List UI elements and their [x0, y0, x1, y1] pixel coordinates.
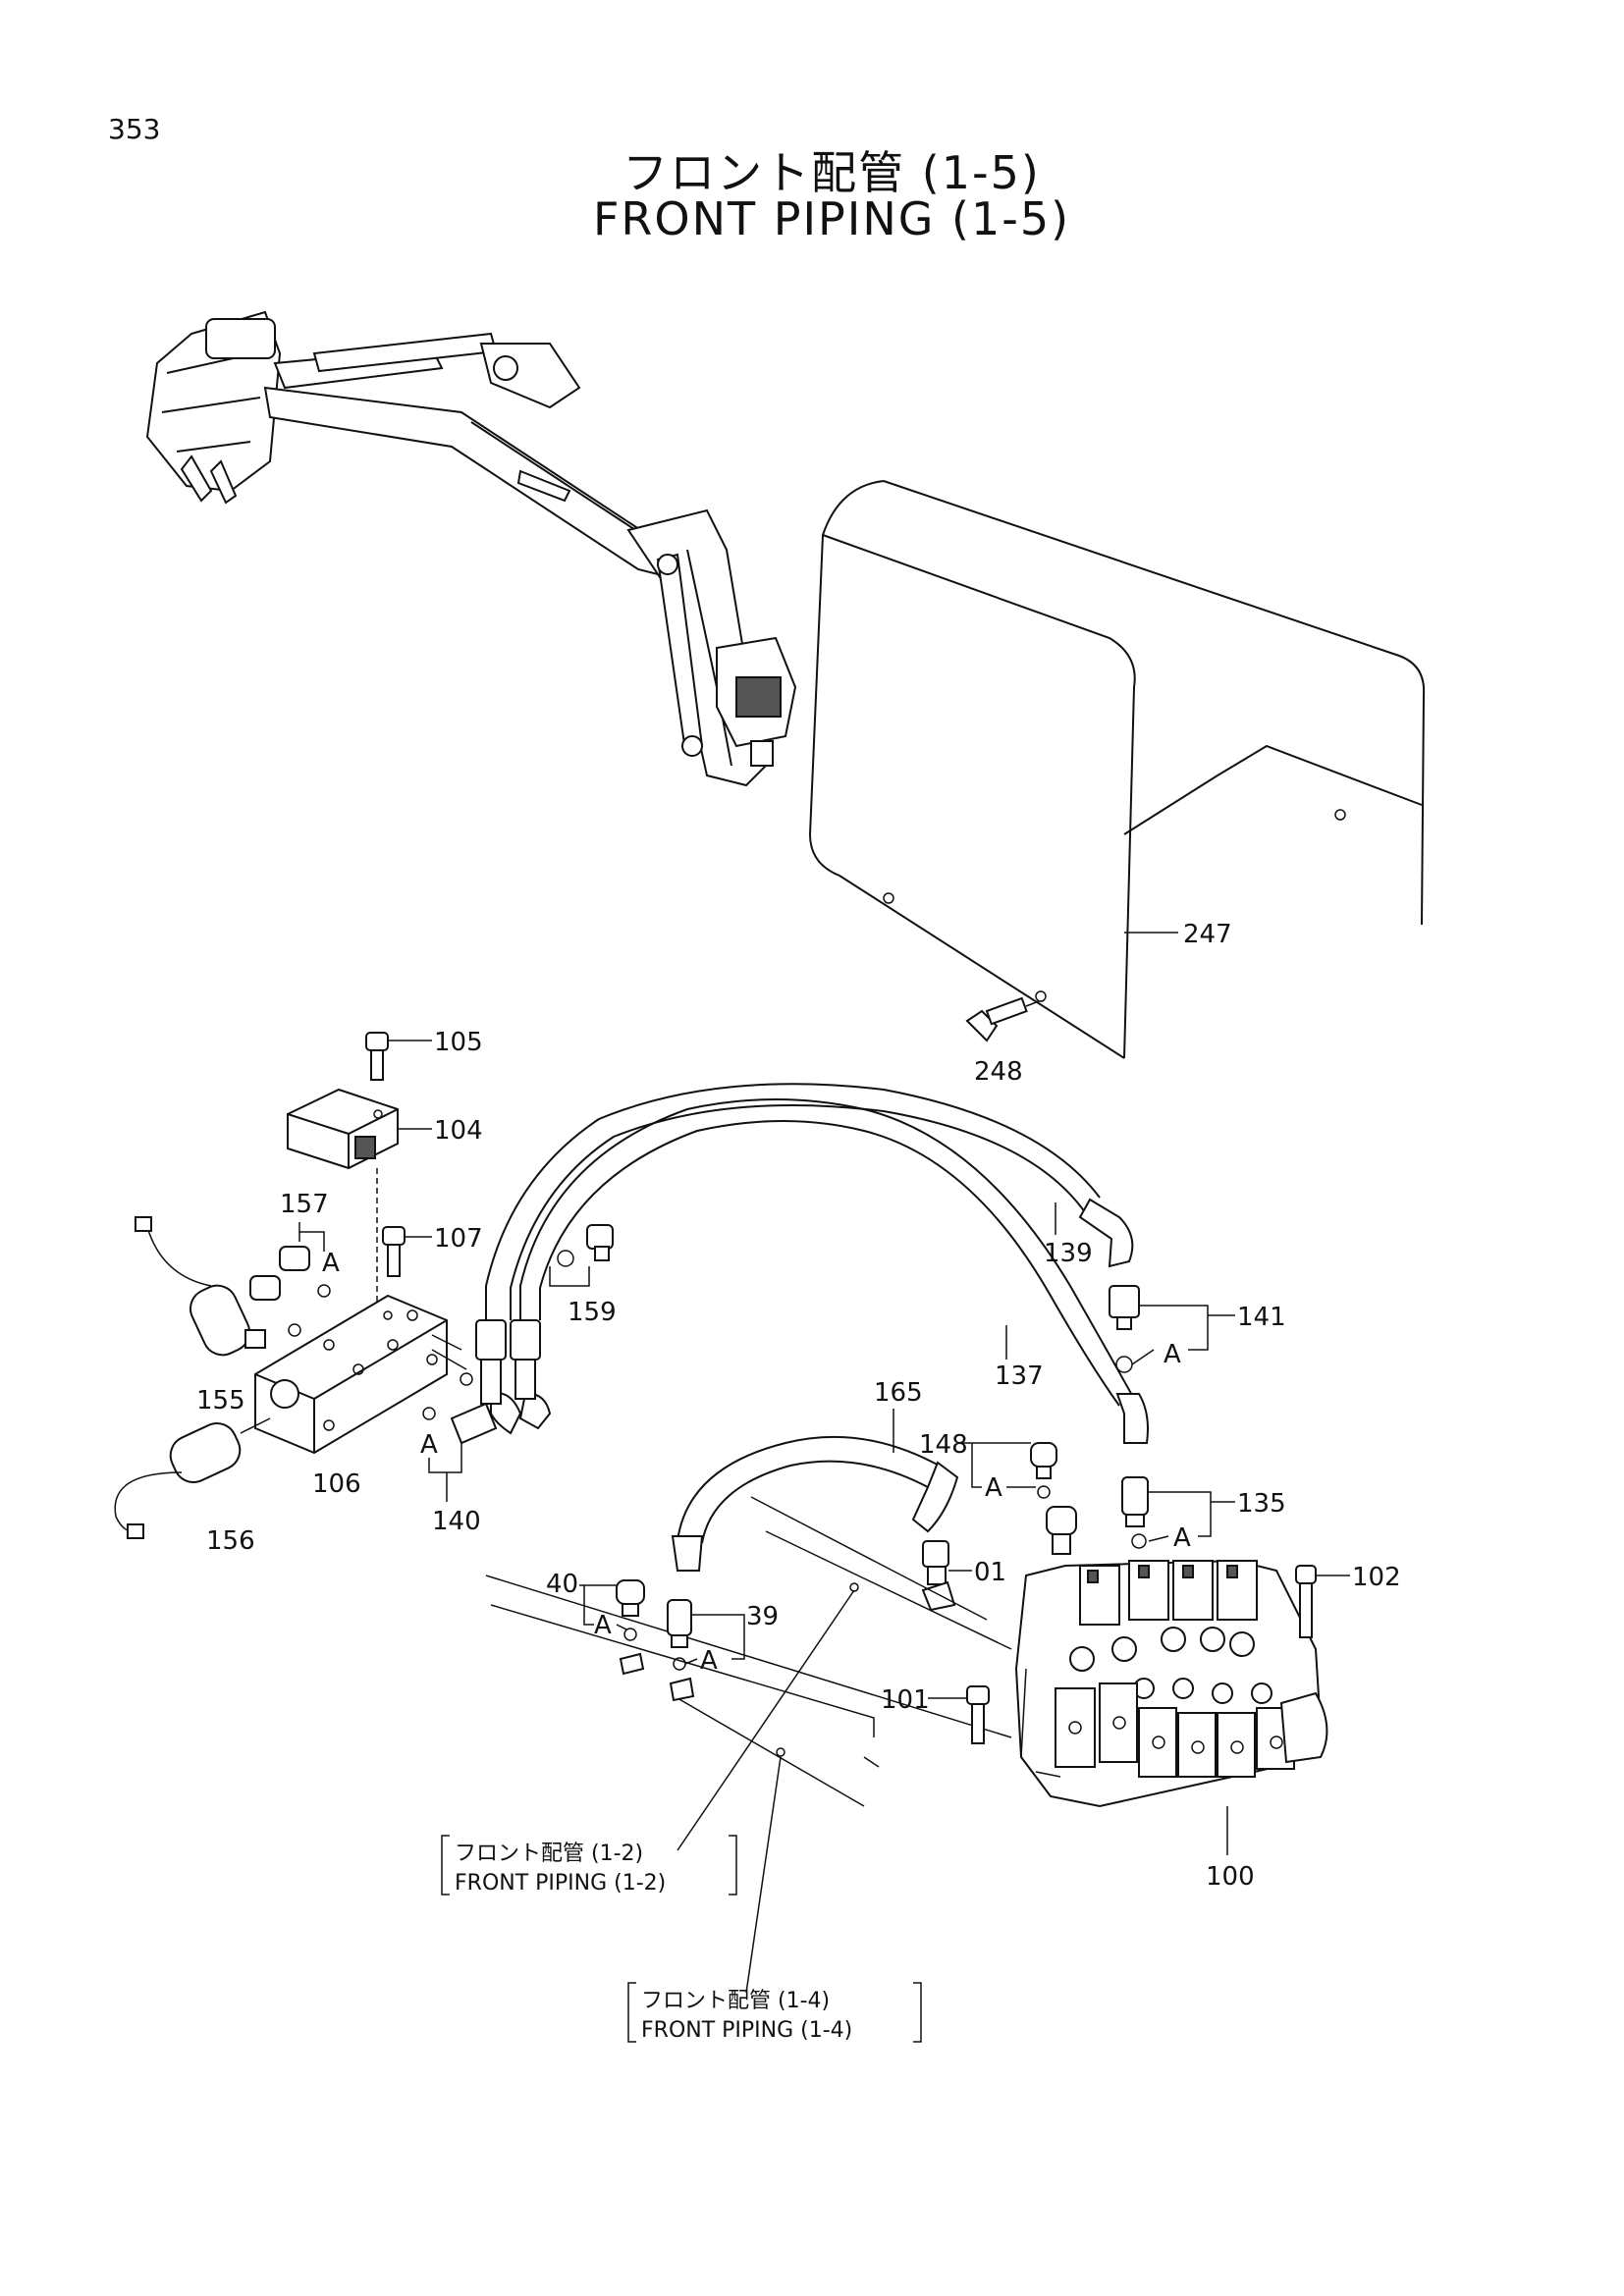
label-39: 39	[746, 1602, 779, 1631]
bolt-107	[382, 1226, 406, 1277]
bolt-248	[965, 996, 1040, 1042]
hose-137	[519, 1098, 1149, 1444]
reference-front-piping-1-4: フロント配管 (1-4) FRONT PIPING (1-4)	[627, 1982, 922, 2043]
label-107: 107	[434, 1224, 483, 1254]
label-101: 101	[881, 1685, 930, 1715]
plug-148	[1030, 1442, 1077, 1582]
callout-a-148: A	[985, 1473, 1002, 1503]
valve-block-106	[254, 1294, 473, 1455]
adapter-141	[1109, 1285, 1140, 1373]
hose-end-fittings	[475, 1319, 541, 1405]
ref-1-4-en: FRONT PIPING (1-4)	[641, 2018, 852, 2043]
label-40: 40	[546, 1570, 578, 1599]
solenoid-156	[114, 1417, 271, 1539]
callout-a-157: A	[322, 1249, 340, 1278]
callout-a-39: A	[700, 1646, 718, 1676]
frame-rails	[485, 1496, 1012, 1807]
ref-1-2-en: FRONT PIPING (1-2)	[455, 1871, 666, 1896]
adapter-39	[667, 1599, 695, 1702]
label-139: 139	[1044, 1239, 1093, 1268]
page-number: 353	[108, 113, 161, 145]
excavator-front-attachment	[145, 310, 797, 787]
solenoid-155	[135, 1216, 266, 1357]
label-105: 105	[434, 1028, 483, 1057]
label-104: 104	[434, 1116, 483, 1146]
bolt-105	[365, 1032, 389, 1081]
callout-a-141: A	[1164, 1340, 1181, 1369]
label-247: 247	[1183, 920, 1232, 949]
ref-1-4-jp: フロント配管 (1-4)	[641, 1989, 830, 2013]
callout-a-40: A	[594, 1611, 612, 1640]
page-title-japanese: フロント配管 (1-5)	[623, 146, 1041, 199]
label-157: 157	[280, 1190, 329, 1219]
elbow-fittings-140	[450, 1392, 552, 1445]
label-155: 155	[196, 1386, 245, 1415]
label-156: 156	[206, 1526, 255, 1556]
callout-a-135: A	[1173, 1523, 1191, 1553]
label-148: 148	[919, 1430, 968, 1460]
cover-247	[808, 480, 1426, 1059]
hose-165	[671, 1435, 959, 1572]
ref-1-2-jp: フロント配管 (1-2)	[455, 1842, 643, 1866]
control-valve-100	[1014, 1559, 1328, 1808]
label-135: 135	[1237, 1489, 1286, 1519]
label-102: 102	[1352, 1563, 1401, 1592]
bolt-102	[1295, 1565, 1317, 1638]
page-title-english: FRONT PIPING (1-5)	[592, 192, 1071, 245]
adapter-135	[1121, 1476, 1149, 1549]
fitting-157	[249, 1246, 331, 1337]
label-106: 106	[312, 1469, 361, 1499]
label-137: 137	[995, 1362, 1044, 1391]
label-248: 248	[974, 1057, 1023, 1087]
label-100: 100	[1206, 1862, 1255, 1892]
label-141: 141	[1237, 1303, 1286, 1332]
label-140: 140	[432, 1507, 481, 1536]
bolt-101	[966, 1685, 990, 1744]
block-104	[287, 1088, 399, 1170]
plug-159	[557, 1224, 614, 1267]
label-159: 159	[568, 1298, 617, 1327]
label-01: 01	[974, 1558, 1006, 1587]
plug-40	[616, 1579, 645, 1676]
label-165: 165	[874, 1378, 923, 1408]
adapter-01	[921, 1540, 956, 1612]
callout-a-140: A	[420, 1430, 438, 1460]
hose-139	[485, 1083, 1134, 1320]
reference-front-piping-1-2: フロント配管 (1-2) FRONT PIPING (1-2)	[441, 1835, 737, 1896]
